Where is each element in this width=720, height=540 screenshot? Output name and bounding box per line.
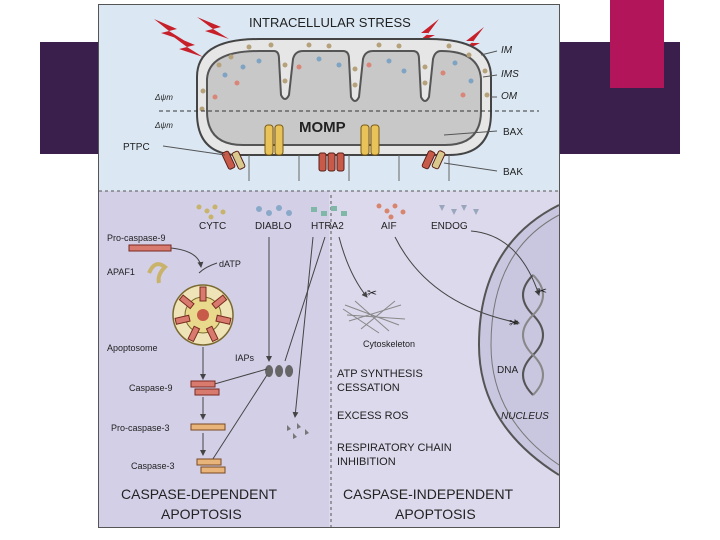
title-label: INTRACELLULAR STRESS bbox=[249, 15, 411, 30]
endog-arrow bbox=[470, 230, 541, 296]
caspase-dependent-pathway: Pro-caspase-9 APAF1 dATP Apoptosome IAPs bbox=[107, 233, 326, 522]
momp-label: MOMP bbox=[299, 119, 346, 136]
iap-inhibition-caspase9 bbox=[210, 368, 268, 386]
cytoskeleton-shape bbox=[342, 300, 406, 334]
nucleus-label: NUCLEUS bbox=[501, 411, 549, 422]
iaps-label: IAPs bbox=[235, 353, 255, 363]
mitochondrion: Δψm Δψm MOMP bbox=[154, 38, 539, 181]
lightning-icons bbox=[154, 17, 484, 57]
cytc-label: CYTC bbox=[199, 221, 226, 232]
scissors-icon: ✂ bbox=[537, 284, 547, 298]
diablo-cluster bbox=[256, 205, 292, 216]
delta-psi-upper: Δψm bbox=[154, 93, 173, 102]
release-arrows bbox=[248, 155, 450, 181]
diablo-label: DIABLO bbox=[255, 221, 292, 232]
atp-line1: ATP SYNTHESIS bbox=[337, 368, 423, 380]
caspase9-label: Caspase-9 bbox=[129, 383, 173, 393]
nuclear-envelope-inner bbox=[490, 214, 559, 466]
apoptosis-diagram: INTRACELLULAR STRESS Δψm Δψm MOMP bbox=[99, 5, 559, 527]
nucleus-shape bbox=[477, 204, 559, 476]
htra2-cleavage-arrow bbox=[292, 236, 314, 418]
iap-inhibition-caspase3 bbox=[208, 374, 268, 466]
ims-particles bbox=[199, 42, 490, 112]
ros-label: EXCESS ROS bbox=[337, 410, 409, 422]
bak-label: BAK bbox=[503, 167, 523, 178]
lightning-icon bbox=[197, 17, 229, 39]
bax-bak-channels bbox=[221, 124, 446, 172]
cytc-cluster bbox=[196, 204, 226, 220]
ptpc-label: PTPC bbox=[123, 142, 150, 153]
dna-strand-1 bbox=[522, 274, 544, 396]
membrane-labels: IM IMS OM BAX BAK PTPC bbox=[123, 45, 523, 178]
iaps-shapes bbox=[265, 365, 294, 377]
apoptosome-label: Apoptosome bbox=[107, 343, 158, 353]
caspase-dependent-line2: APOPTOSIS bbox=[161, 506, 242, 522]
lightning-icon bbox=[411, 19, 439, 47]
caspase3-label: Caspase-3 bbox=[131, 461, 175, 471]
bax-label: BAX bbox=[503, 127, 523, 138]
ims-particles-red bbox=[212, 62, 466, 100]
caspase-independent-line2: APOPTOSIS bbox=[395, 506, 476, 522]
scissors-icon: ✂ bbox=[367, 286, 377, 300]
endog-label: ENDOG bbox=[431, 221, 468, 232]
dna-strand-2 bbox=[522, 274, 544, 396]
htra2-cluster bbox=[311, 206, 347, 216]
caspase-dependent-line1: CASPASE-DEPENDENT bbox=[121, 486, 278, 502]
scissors-icon: ✂ bbox=[509, 316, 519, 330]
inner-membrane-matrix bbox=[206, 49, 482, 146]
htra2-to-iaps-line bbox=[284, 236, 326, 362]
cytoskeleton-label: Cytoskeleton bbox=[363, 339, 415, 349]
released-proteins: CYTC DIABLO HTRA2 AIF ENDOG bbox=[196, 203, 479, 232]
caspase-independent-line1: CASPASE-INDEPENDENT bbox=[343, 486, 514, 502]
atp-line2: CESSATION bbox=[337, 382, 400, 394]
om-label: OM bbox=[501, 91, 518, 102]
apaf1-shape bbox=[147, 262, 168, 284]
dna-label: DNA bbox=[497, 365, 518, 376]
caspase9-shape bbox=[190, 380, 216, 388]
cleaved-iaps bbox=[287, 423, 309, 439]
aif-label: AIF bbox=[381, 221, 397, 232]
im-label: IM bbox=[501, 45, 513, 56]
procaspase9-shape bbox=[128, 244, 172, 252]
resp-line2: INHIBITION bbox=[337, 456, 396, 468]
apaf1-label: APAF1 bbox=[107, 267, 135, 277]
lightning-icon bbox=[171, 35, 203, 57]
resp-line1: RESPIRATORY CHAIN bbox=[337, 442, 452, 454]
procaspase3-label: Pro-caspase-3 bbox=[111, 423, 170, 433]
htra2-cytoskeleton-arrow bbox=[338, 236, 368, 298]
caspase3-shape bbox=[196, 458, 222, 466]
apoptosome-shape bbox=[172, 284, 234, 346]
procaspase3-shape bbox=[190, 423, 226, 431]
aif-cluster bbox=[376, 203, 406, 220]
datp-label: dATP bbox=[219, 259, 241, 269]
assembly-arrow bbox=[170, 247, 204, 268]
apoptosis-figure: INTRACELLULAR STRESS Δψm Δψm MOMP bbox=[98, 4, 560, 528]
procaspase9-label: Pro-caspase-9 bbox=[107, 233, 166, 243]
lightning-icon bbox=[456, 27, 484, 55]
delta-psi-lower: Δψm bbox=[154, 121, 173, 130]
ims-particles-blue bbox=[222, 56, 474, 84]
aif-arrow bbox=[394, 236, 520, 325]
datp-arrow bbox=[198, 262, 218, 274]
endog-cluster bbox=[439, 205, 479, 215]
lightning-icon bbox=[154, 19, 185, 41]
slide-decoration-square bbox=[610, 0, 664, 88]
ims-label: IMS bbox=[501, 69, 519, 80]
caspase-independent-pathway: DNA NUCLEUS ✂ ✂ ✂ Cytoskeleton ATP SYNTH… bbox=[337, 204, 559, 522]
htra2-label: HTRA2 bbox=[311, 221, 344, 232]
